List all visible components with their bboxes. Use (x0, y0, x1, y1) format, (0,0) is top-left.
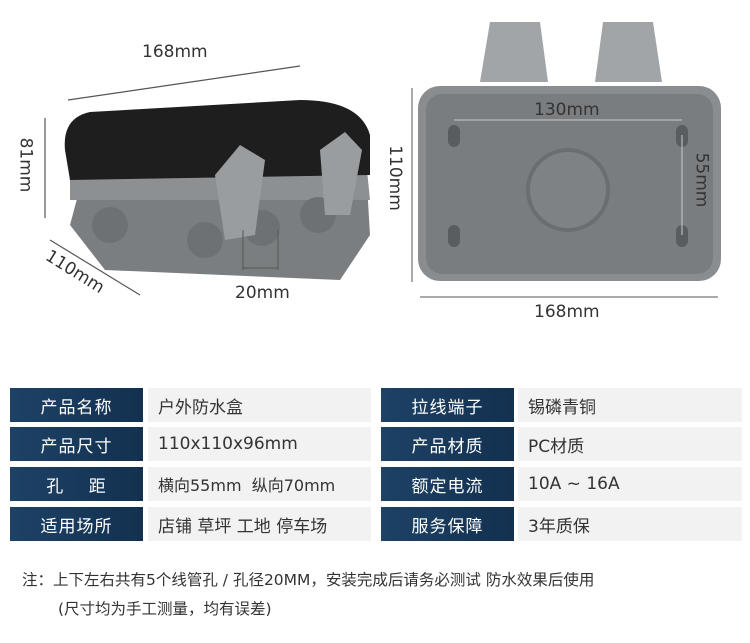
hole-vspan-label: 55mm (691, 152, 712, 208)
spec-label: 拉线端子 (381, 388, 514, 422)
right-height-label: 110mm (384, 145, 405, 211)
spec-label: 产品材质 (381, 427, 514, 461)
spec-value: 3年质保 (518, 507, 742, 541)
spec-label: 产品名称 (10, 388, 143, 422)
spec-value: 横向55mm 纵向70mm (148, 467, 371, 501)
height-label: 81mm (15, 137, 36, 193)
note-line-2: (尺寸均为手工测量，均有误差) (58, 600, 272, 618)
spec-value: PC材质 (518, 427, 742, 461)
left-product-image (44, 65, 370, 296)
spec-label: 孔 距 (10, 467, 143, 501)
spec-value: 户外防水盒 (148, 388, 371, 422)
note-line-1: 注：上下左右共有5个线管孔 / 孔径20MM，安装完成后请务必测试 防水效果后使… (22, 571, 595, 589)
width-label: 168mm (142, 42, 208, 62)
spec-value: 110x110x96mm (148, 427, 371, 461)
spec-label: 产品尺寸 (10, 427, 143, 461)
right-product-image (411, 22, 721, 298)
spec-label: 额定电流 (381, 467, 514, 501)
spec-label: 服务保障 (381, 507, 514, 541)
right-width-label: 168mm (534, 302, 600, 322)
hole-span-label: 130mm (534, 100, 600, 120)
spec-value: 锡磷青铜 (518, 388, 742, 422)
spec-value: 店铺 草坪 工地 停车场 (148, 507, 371, 541)
spec-value: 10A ~ 16A (518, 467, 742, 501)
hole-label: 20mm (235, 283, 290, 303)
spec-label: 适用场所 (10, 507, 143, 541)
